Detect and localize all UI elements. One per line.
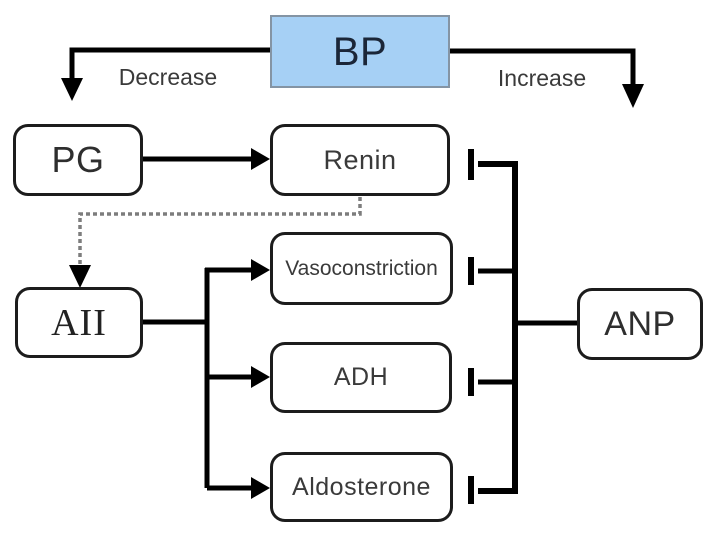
node-anp: ANP — [577, 288, 703, 360]
anp-inhibition-trunk — [478, 161, 518, 494]
vasoconstriction-label: Vasoconstriction — [285, 257, 438, 280]
pg-to-renin-arrow — [143, 148, 270, 170]
node-aii: AII — [15, 287, 143, 358]
bp-increase-arrow — [450, 48, 644, 108]
bp-label: BP — [332, 29, 388, 74]
adh-label: ADH — [333, 363, 389, 391]
aii-to-adh-arrow — [207, 366, 270, 388]
node-adh: ADH — [270, 342, 452, 413]
anp-label: ANP — [604, 305, 676, 343]
vasoconstriction-arrowhead — [251, 259, 270, 281]
increase-edge-label: Increase — [497, 65, 587, 91]
decrease-edge-label: Decrease — [118, 64, 218, 90]
aii-label: AII — [51, 301, 107, 344]
aldosterone-label: Aldosterone — [292, 472, 431, 501]
pg-renin-arrowhead — [251, 148, 270, 170]
aldosterone-arrowhead — [251, 477, 270, 499]
increase-arrowhead — [622, 84, 644, 108]
node-pg: PG — [13, 124, 143, 196]
bp-decrease-arrow — [61, 47, 270, 101]
node-bp: BP — [270, 15, 450, 88]
node-vasoconstriction: Vasoconstriction — [270, 232, 453, 305]
node-aldosterone: Aldosterone — [270, 452, 453, 522]
aii-to-vasoconstriction-arrow — [205, 259, 270, 281]
renin-aii-arrowhead — [69, 265, 91, 288]
renin-label: Renin — [323, 144, 397, 175]
decrease-arrowhead — [61, 78, 83, 101]
aii-to-aldosterone-arrow — [207, 477, 270, 499]
node-renin: Renin — [270, 124, 450, 196]
adh-arrowhead — [251, 366, 270, 388]
renin-to-aii-dashed-arrow — [69, 197, 362, 288]
pg-label: PG — [51, 139, 105, 180]
